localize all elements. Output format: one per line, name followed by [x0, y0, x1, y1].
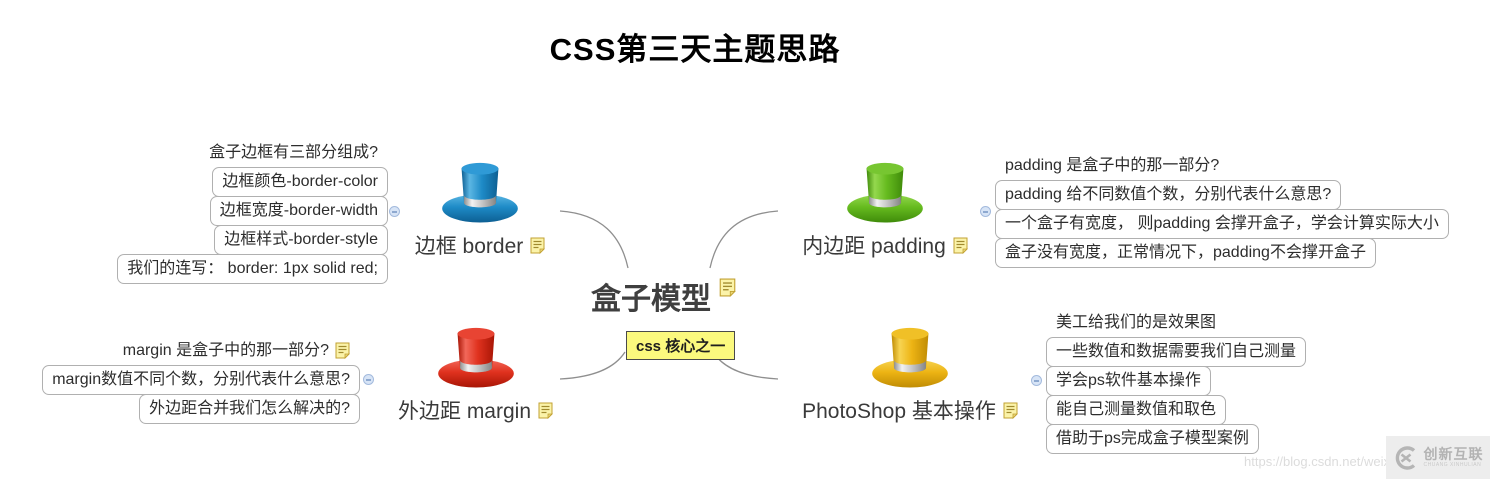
brand-logo-icon [1395, 445, 1415, 470]
note-icon[interactable] [719, 278, 736, 297]
photoshop-children: 美工给我们的是效果图 一些数值和数据需要我们自己测量 学会ps软件基本操作 能自… [1046, 309, 1307, 454]
topic-photoshop-label: PhotoShop 基本操作 [802, 400, 996, 423]
topic-padding-label: 内边距 padding [802, 235, 946, 258]
central-topic[interactable]: 盒子模型 [591, 274, 736, 318]
hat-icon-padding [846, 160, 924, 224]
margin-children: margin 是盒子中的那一部分? margin数值不同个数，分别代表什么意思?… [42, 337, 360, 424]
connector-border [559, 210, 629, 269]
collapse-button-padding[interactable] [980, 206, 991, 217]
connector-padding [709, 210, 779, 269]
collapse-button-margin[interactable] [363, 374, 374, 385]
topic-photoshop[interactable]: PhotoShop 基本操作 [790, 325, 1030, 425]
note-icon[interactable] [1003, 402, 1018, 419]
note-icon[interactable] [530, 237, 546, 254]
subtopic[interactable]: 盒子边框有三部分组成? [209, 144, 378, 161]
subtopic[interactable]: margin数值不同个数，分别代表什么意思? [42, 365, 360, 395]
watermark-logo: 创新互联 CHUANG XINHULIAN [1386, 436, 1490, 479]
hat-icon-border [441, 160, 519, 224]
subtopic[interactable]: 学会ps软件基本操作 [1046, 366, 1211, 396]
padding-children: padding 是盒子中的那一部分? padding 给不同数值个数，分别代表什… [995, 152, 1449, 268]
watermark-url: https://blog.csdn.net/weix [1244, 454, 1390, 469]
connector-margin [559, 351, 626, 380]
subtopic[interactable]: 借助于ps完成盒子模型案例 [1046, 424, 1259, 454]
border-children: 盒子边框有三部分组成? 边框颜色-border-color 边框宽度-borde… [117, 139, 388, 284]
subtopic[interactable]: 我们的连写： border: 1px solid red; [117, 254, 388, 284]
topic-margin-label: 外边距 margin [397, 400, 532, 423]
topic-border-label: 边框 border [414, 235, 524, 258]
subtopic[interactable]: 能自己测量数值和取色 [1046, 395, 1227, 425]
topic-margin[interactable]: 外边距 margin [393, 325, 558, 425]
subtopic[interactable]: 盒子没有宽度，正常情况下，padding不会撑开盒子 [995, 238, 1376, 268]
note-icon[interactable] [953, 237, 968, 254]
brand-name: 创新互联 [1423, 446, 1484, 462]
collapse-button-border[interactable] [389, 206, 400, 217]
central-topic-label: 盒子模型 [591, 283, 711, 316]
topic-border[interactable]: 边框 border [400, 160, 560, 260]
subtopic[interactable]: 边框样式-border-style [214, 225, 388, 255]
subtopic[interactable]: 外边距合并我们怎么解决的? [139, 394, 360, 424]
brand-subname: CHUANG XINHULIAN [1423, 462, 1482, 468]
hat-icon-margin [437, 325, 515, 389]
note-icon[interactable] [538, 402, 553, 419]
subtopic[interactable]: padding 给不同数值个数，分别代表什么意思? [995, 180, 1342, 210]
central-topic-tag[interactable]: css 核心之一 [626, 331, 736, 360]
subtopic[interactable]: 边框颜色-border-color [212, 167, 388, 197]
subtopic[interactable]: 一个盒子有宽度， 则padding 会撑开盒子，学会计算实际大小 [995, 209, 1449, 239]
map-title: CSS第三天主题思路 [549, 32, 841, 67]
collapse-button-photoshop[interactable] [1031, 375, 1042, 386]
topic-padding[interactable]: 内边距 padding [790, 160, 980, 260]
hat-icon-photoshop [871, 325, 949, 389]
note-icon[interactable] [335, 342, 350, 359]
subtopic[interactable]: margin 是盒子中的那一部分? [113, 336, 360, 366]
subtopic[interactable]: 美工给我们的是效果图 [1056, 314, 1217, 331]
subtopic[interactable]: 一些数值和数据需要我们自己测量 [1046, 337, 1307, 367]
subtopic[interactable]: 边框宽度-border-width [209, 196, 388, 226]
subtopic[interactable]: padding 是盒子中的那一部分? [1005, 157, 1220, 174]
